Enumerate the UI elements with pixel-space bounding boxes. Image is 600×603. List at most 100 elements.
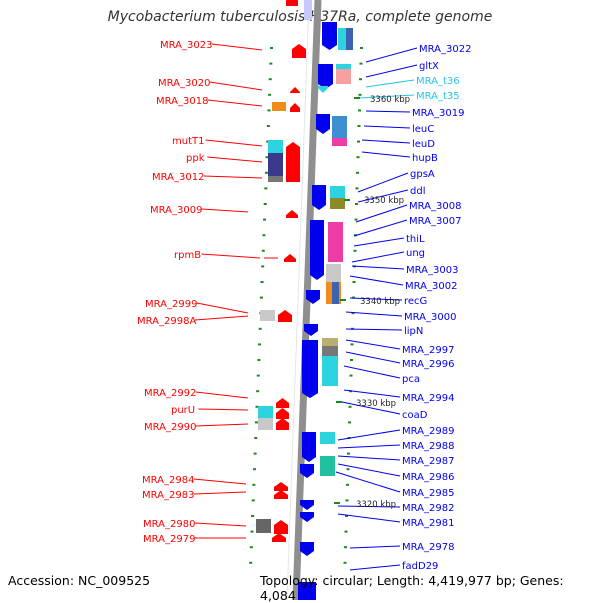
leader-line [201, 253, 261, 259]
leader-line [194, 522, 247, 527]
right-label: MRA_3003 [406, 265, 458, 276]
gene-MRA_2979 [272, 533, 286, 542]
gene-labels: MRA_3023MRA_3020MRA_3018mutT1ppkMRA_3012… [137, 40, 471, 572]
leader-line [193, 491, 247, 495]
left-label: MRA_3023 [160, 40, 212, 51]
gene-ppk [286, 142, 300, 182]
leader-line [355, 204, 408, 223]
right-label: MRA_2989 [402, 426, 454, 437]
leader-line [353, 237, 405, 247]
backbone-edge [286, 0, 310, 600]
gene-mutT1 [268, 140, 283, 153]
leader-line [351, 265, 405, 270]
gene-MRA_3023 [292, 44, 306, 58]
leader-line [345, 328, 403, 331]
left-label: MRA_3012 [152, 172, 204, 183]
gene-MRA_2980 [274, 520, 288, 534]
leader-line [365, 110, 411, 113]
gene-MRA_2985 [300, 464, 314, 478]
leader-line [207, 99, 263, 107]
right-label: MRA_2982 [402, 503, 454, 514]
leader-line [209, 81, 263, 91]
gene-MRA_2983 [274, 490, 288, 499]
right-label: MRA_3002 [405, 281, 457, 292]
leader-line [357, 189, 409, 203]
gene-hupB [332, 138, 347, 146]
right-label: MRA_3022 [419, 44, 471, 55]
gene-MRA_2982 [300, 500, 314, 510]
gene-MRA_3018 [290, 103, 300, 112]
gene-MRA_2999 [278, 310, 292, 322]
gene-MRA_2990 [276, 418, 289, 430]
gene-MRA_t35 [318, 86, 328, 93]
right-label: fadD29 [402, 561, 438, 572]
leader-line [349, 545, 401, 549]
leader-line [211, 43, 263, 51]
right-label: MRA_2994 [402, 393, 454, 404]
left-label: ppk [186, 153, 205, 164]
left-label: mutT1 [172, 136, 204, 147]
leader-line [349, 564, 401, 571]
kbp-label: 3320 kbp [356, 500, 396, 510]
genome-backbone [286, 0, 322, 600]
gene-MRA_2981 [300, 512, 314, 522]
gene-gltX [318, 64, 333, 89]
left-label: MRA_2992 [144, 388, 196, 399]
gene-lipN [304, 324, 318, 336]
genome-title: Mycobacterium tuberculosis H37Ra, comple… [107, 9, 493, 25]
leader-line [335, 471, 401, 493]
right-label: ddl [410, 186, 425, 197]
leader-line [363, 125, 411, 129]
gene-MRA_2992 [276, 398, 289, 408]
gene-purU-b [258, 406, 273, 418]
left-label: MRA_2980 [143, 519, 195, 530]
right-label: gltX [419, 61, 439, 72]
right-label: MRA_3000 [404, 312, 456, 323]
gene-MRA_3003 [326, 264, 341, 282]
left-label: rpmB [174, 250, 201, 261]
leader-line [195, 423, 249, 427]
gene-rpmB [284, 254, 296, 262]
right-label: lipN [404, 326, 423, 337]
leader-line [207, 156, 263, 163]
left-label: MRA_2999 [145, 299, 197, 310]
gene-MRA_2996 [322, 346, 338, 356]
right-label: hupB [412, 153, 438, 164]
gene-MRA_t36 [336, 64, 351, 69]
right-label: leuC [412, 124, 434, 135]
gene-MRA_3008 [310, 220, 324, 280]
leader-line [205, 139, 263, 147]
leader-line [345, 339, 401, 350]
gene-MRA_3022c [346, 28, 353, 50]
gene-MRA_2990b [258, 418, 273, 430]
right-label: leuD [412, 139, 435, 150]
gene-ddl [330, 198, 345, 209]
right-label: MRA_2988 [402, 441, 454, 452]
gene-thiL [328, 252, 343, 262]
label-leader-lines [193, 43, 418, 571]
right-label: MRA_3019 [412, 108, 464, 119]
left-label: MRA_2990 [144, 422, 196, 433]
gene-MRA_2988 [320, 432, 335, 444]
right-label: coaD [402, 410, 428, 421]
gene-MRA_3002b [332, 282, 339, 304]
gene-MRA_3009 [286, 210, 298, 218]
right-label: MRA_3007 [409, 216, 461, 227]
gene-MRA_2984 [274, 482, 288, 491]
gene-pca-b [322, 356, 338, 386]
right-label: MRA_2987 [402, 456, 454, 467]
kbp-label: 3360 kbp [370, 95, 410, 105]
gene-gpsA-b [330, 186, 345, 198]
left-label: MRA_2983 [142, 490, 194, 501]
kbp-label: 3350 kbp [364, 196, 404, 206]
right-label: MRA_2996 [402, 359, 454, 370]
gene-MRA_3022 [322, 22, 337, 50]
gene-MRA_2978 [300, 542, 314, 556]
right-strand-genes [298, 0, 353, 600]
gene-MRA_2989 [302, 432, 316, 462]
kbp-label: 3340 kbp [360, 297, 400, 307]
right-label: thiL [406, 234, 425, 245]
leader-line [343, 389, 401, 398]
gene-MRA_3020 [290, 87, 300, 93]
